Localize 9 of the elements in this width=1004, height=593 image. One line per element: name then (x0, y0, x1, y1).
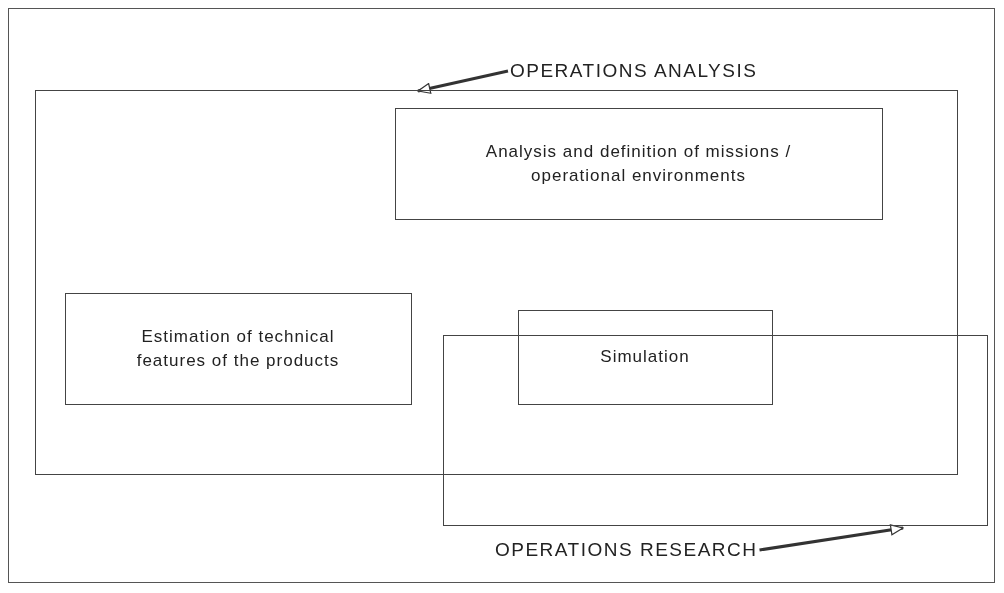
process-box: Estimation of technical features of the products (64, 292, 412, 405)
heading-text: OPERATIONS ANALYSIS (510, 56, 758, 86)
area-box (443, 335, 988, 526)
process-box: Simulation (517, 309, 773, 405)
arrow (417, 69, 509, 94)
arrow (759, 524, 904, 552)
process-box: Analysis and definition of missions / operational environments (394, 107, 883, 220)
area-box (35, 90, 958, 475)
heading-text: OPERATIONS RESEARCH (495, 535, 758, 565)
